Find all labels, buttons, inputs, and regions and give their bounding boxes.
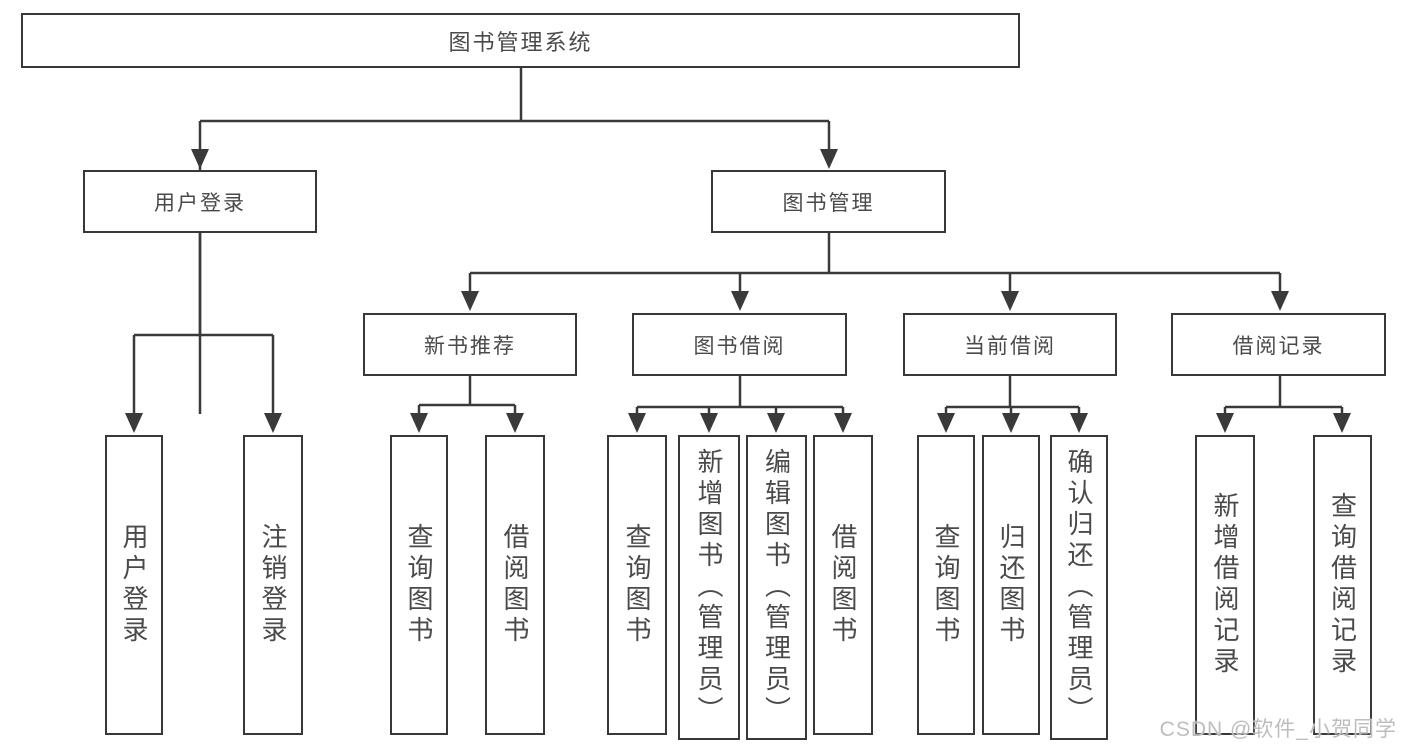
leaf-query-books-current: 查询图书 [917, 435, 975, 735]
leaf-logout: 注销登录 [243, 435, 303, 735]
leaf-return-book: 归还图书 [982, 435, 1040, 735]
leaf-edit-book-admin-label: 编辑图书（管理员） [761, 448, 792, 727]
node-library-management-system-label: 图书管理系统 [448, 29, 593, 55]
connector-root-to-level2 [198, 68, 831, 414]
leaf-borrow-books: 借阅图书 [813, 435, 873, 735]
node-current-borrow-label: 当前借阅 [964, 334, 1056, 358]
leaf-logout-label: 注销登录 [258, 523, 288, 647]
leaf-confirm-return-admin-label: 确认归还（管理员） [1064, 448, 1094, 727]
csdn-watermark: CSDN @软件_小贺同学 [1159, 718, 1397, 741]
node-book-management-label: 图书管理 [782, 191, 875, 215]
connector-book-borrow-children [635, 376, 845, 414]
leaf-borrow-books-label: 借阅图书 [828, 523, 858, 647]
leaf-confirm-return-admin: 确认归还（管理员） [1050, 435, 1108, 740]
node-current-borrow: 当前借阅 [903, 313, 1117, 376]
node-library-management-system: 图书管理系统 [21, 13, 1020, 68]
leaf-add-book-admin: 新增图书（管理员） [678, 435, 740, 740]
leaf-edit-book-admin: 编辑图书（管理员） [746, 435, 807, 740]
node-borrow-records: 借阅记录 [1171, 313, 1386, 376]
leaf-query-borrow-record: 查询借阅记录 [1313, 435, 1372, 735]
arrowheads [125, 149, 1351, 433]
connector-borrow-record-children [1223, 376, 1344, 414]
connector-new-book-children [417, 376, 517, 414]
connector-book-management-children [468, 233, 1282, 293]
leaf-user-login-label: 用户登录 [119, 523, 149, 647]
connector-user-login-children [132, 233, 275, 414]
node-user-login-label: 用户登录 [154, 191, 246, 215]
node-new-book-recommend: 新书推荐 [363, 313, 577, 376]
node-book-borrow-label: 图书借阅 [693, 334, 786, 358]
leaf-add-book-admin-label: 新增图书（管理员） [694, 448, 724, 727]
node-new-book-recommend-label: 新书推荐 [424, 334, 516, 358]
leaf-add-borrow-record-label: 新增借阅记录 [1210, 492, 1240, 678]
leaf-borrow-books-recommend: 借阅图书 [485, 435, 545, 735]
connector-current-borrow-children [944, 376, 1081, 414]
leaf-query-books-recommend: 查询图书 [390, 435, 448, 735]
node-borrow-records-label: 借阅记录 [1232, 334, 1325, 358]
leaf-query-books-borrow-label: 查询图书 [622, 523, 652, 647]
leaf-return-book-label: 归还图书 [996, 523, 1026, 647]
leaf-add-borrow-record: 新增借阅记录 [1195, 435, 1255, 735]
leaf-query-books-recommend-label: 查询图书 [404, 523, 434, 647]
node-book-management: 图书管理 [711, 170, 946, 233]
leaf-query-books-borrow: 查询图书 [607, 435, 667, 735]
leaf-query-books-current-label: 查询图书 [931, 523, 961, 647]
leaf-user-login: 用户登录 [105, 435, 163, 735]
leaf-query-borrow-record-label: 查询借阅记录 [1327, 492, 1358, 678]
node-book-borrow: 图书借阅 [632, 313, 847, 376]
leaf-borrow-books-recommend-label: 借阅图书 [500, 523, 530, 647]
node-user-login: 用户登录 [83, 170, 317, 233]
